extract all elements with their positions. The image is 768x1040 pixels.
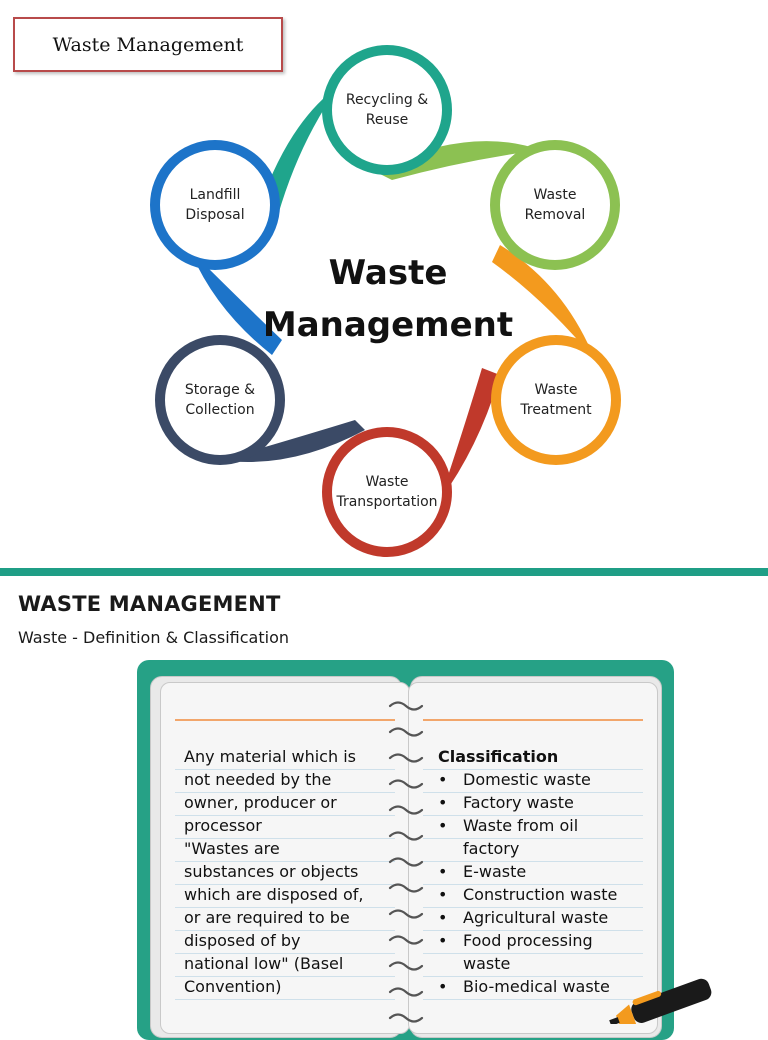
node-recycling-circle (322, 45, 452, 175)
ruled-line (175, 792, 395, 793)
ruled-line (175, 999, 395, 1000)
ruled-line (423, 976, 643, 977)
list-item: • Construction waste (438, 885, 618, 904)
spiral-ring (388, 779, 424, 789)
list-item: • Factory waste (438, 793, 574, 812)
ruled-line (175, 907, 395, 908)
ruled-line (175, 861, 395, 862)
connector-removal-to-treatment (492, 245, 595, 360)
waste-management-cycle-slide: Waste Management Waste Management Recycl… (13, 17, 621, 557)
spiral-ring (388, 753, 424, 763)
spiral-ring (388, 909, 424, 919)
left-page-header-rule (175, 719, 395, 721)
ruled-line (175, 884, 395, 885)
spiral-ring (388, 857, 424, 867)
spiral-ring (388, 935, 424, 945)
spiral-ring (388, 701, 424, 711)
ruled-line (423, 884, 643, 885)
definition-text: Any material which is not needed by the … (184, 747, 364, 996)
center-title-line2: Management (262, 305, 514, 345)
node-transportation-circle (322, 427, 452, 557)
slide-subheading: Waste - Definition & Classification (18, 628, 289, 647)
right-page-header-rule (423, 719, 643, 721)
node-treatment-circle (491, 335, 621, 465)
slide-divider (0, 568, 768, 576)
spiral-ring (388, 987, 424, 997)
connector-recycling-to-removal (372, 141, 540, 180)
ruled-line (423, 792, 643, 793)
list-item: • Bio-medical waste (438, 977, 610, 996)
spiral-ring (388, 883, 424, 893)
spiral-ring (388, 805, 424, 815)
notebook-left-page (160, 682, 410, 1034)
ruled-line (175, 953, 395, 954)
ruled-line (423, 999, 643, 1000)
ruled-line (175, 838, 395, 839)
spiral-ring (388, 831, 424, 841)
ruled-line (423, 769, 643, 770)
ruled-line (423, 838, 643, 839)
ruled-line (423, 930, 643, 931)
marker-pen-icon (609, 978, 712, 1024)
node-storage-circle (155, 335, 285, 465)
connector-landfill-to-recycling (260, 85, 340, 215)
ruled-line (423, 953, 643, 954)
ruled-line (423, 907, 643, 908)
node-removal-circle (490, 140, 620, 270)
spiral-ring (388, 1013, 424, 1023)
ruled-line (175, 815, 395, 816)
classification-list: Classification • Domestic waste • Factor… (438, 745, 638, 998)
slide-heading: WASTE MANAGEMENT (18, 592, 281, 616)
connector-treatment-to-transportation (440, 368, 500, 500)
ruled-line (175, 930, 395, 931)
cycle-diagram (150, 45, 621, 557)
ruled-line (423, 861, 643, 862)
spiral-ring (388, 727, 424, 737)
spiral-ring (388, 961, 424, 971)
node-label-recycling: Recycling &Reuse (345, 92, 429, 128)
ruled-line (175, 769, 395, 770)
classification-heading: Classification (438, 747, 559, 766)
connector-storage-to-landfill (190, 250, 282, 355)
list-item: • Domestic waste (438, 770, 591, 789)
list-item: • E-waste (438, 862, 527, 881)
slide-title-box: Waste Management (13, 17, 283, 72)
notebook-right-page (408, 682, 658, 1034)
notebook-spiral-binding (388, 701, 424, 1023)
center-title-line1: Waste (328, 253, 448, 293)
list-item: • Agricultural waste (438, 908, 609, 927)
node-label-storage: Storage &Collection (184, 382, 256, 418)
ruled-line (423, 815, 643, 816)
node-landfill-circle (150, 140, 280, 270)
ruled-line (175, 976, 395, 977)
